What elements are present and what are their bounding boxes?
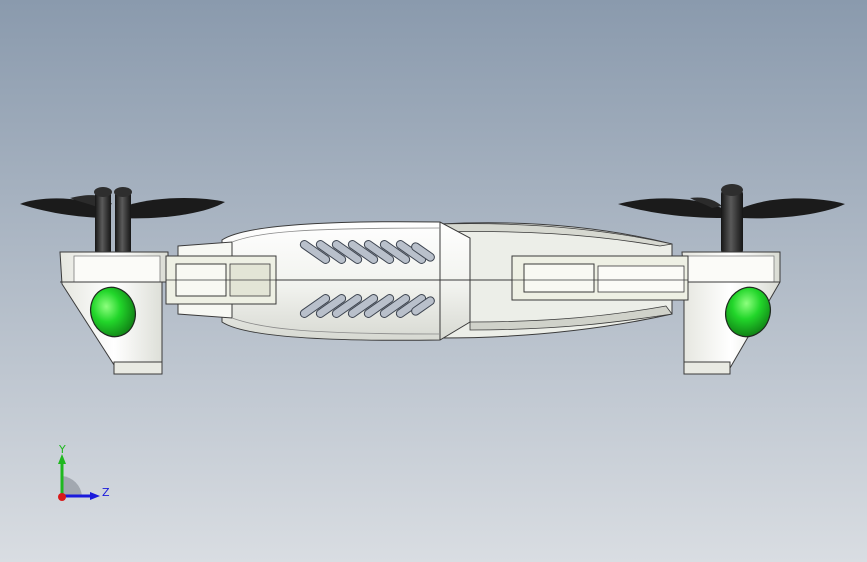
right-propeller-blade-outer (618, 198, 722, 218)
left-status-led (90, 286, 136, 338)
left-propeller[interactable] (20, 195, 225, 219)
right-pod-foot (683, 361, 731, 375)
right-propeller-blade-back (690, 197, 722, 208)
left-motor-cap-a (94, 187, 112, 197)
y-axis-arrowhead (58, 454, 66, 464)
z-axis-label: Z (102, 486, 110, 499)
x-axis-origin-dot (58, 493, 66, 501)
right-motor-cap (721, 184, 743, 196)
right-arm[interactable] (511, 255, 689, 301)
right-motor-pod[interactable] (618, 184, 845, 375)
left-motor-shaft-b (115, 192, 131, 254)
right-arm-slot (523, 263, 595, 293)
left-pod-foot (113, 361, 163, 375)
orientation-triad[interactable]: Y Z (50, 440, 120, 510)
left-motor-cap-b (114, 187, 132, 197)
left-motor-shaft-a (95, 192, 111, 254)
fuselage-tail-upper-ridge (439, 223, 673, 247)
right-propeller-blade-inner (742, 198, 845, 219)
y-axis-label: Y (59, 443, 66, 456)
lower-vent-grille (299, 294, 435, 318)
right-pod-housing-front (687, 255, 775, 283)
upper-vent-grille (299, 240, 435, 264)
left-arm[interactable] (165, 255, 277, 305)
left-propeller-blade-inner (120, 198, 225, 219)
left-pod-housing-front (73, 255, 161, 283)
right-propeller[interactable] (618, 197, 845, 219)
right-motor-shaft (721, 190, 743, 254)
left-motor-pod[interactable] (20, 187, 225, 375)
fuselage-tail-lower-ridge (469, 305, 673, 331)
right-status-led (725, 286, 771, 338)
triad-axes (58, 454, 100, 501)
triad-xz-plane (62, 476, 82, 496)
z-axis-arrowhead (90, 492, 100, 500)
